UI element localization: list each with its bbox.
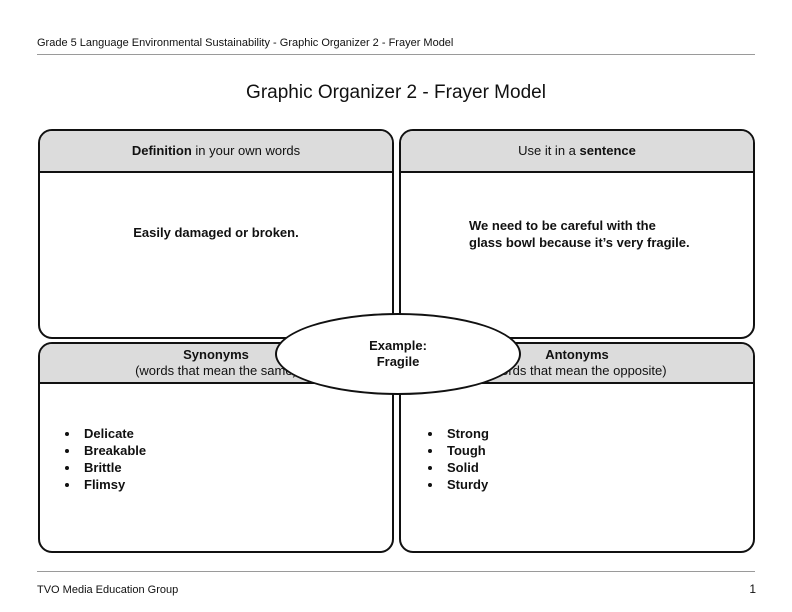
antonyms-label: Antonyms (545, 347, 609, 362)
list-item: Breakable (80, 442, 146, 459)
list-item: Brittle (80, 459, 146, 476)
definition-header: Definition in your own words (40, 131, 392, 173)
list-item: Solid (443, 459, 489, 476)
header-divider (37, 54, 755, 55)
sentence-line-2: glass bowl because it’s very fragile. (469, 235, 690, 250)
sentence-header: Use it in a sentence (401, 131, 753, 173)
definition-label-rest: in your own words (191, 143, 301, 158)
synonyms-list: Delicate Breakable Brittle Flimsy (62, 425, 146, 493)
footer-org: TVO Media Education Group (37, 584, 179, 596)
sentence-label-bold: sentence (579, 143, 636, 158)
page-title: Graphic Organizer 2 - Frayer Model (246, 82, 546, 103)
synonyms-label: Synonyms (183, 347, 249, 362)
antonyms-sublabel: (words that mean the opposite) (487, 363, 667, 378)
list-item: Tough (443, 442, 489, 459)
sentence-line-1: We need to be careful with the (469, 218, 656, 233)
antonyms-list: Strong Tough Solid Sturdy (425, 425, 489, 493)
list-item: Delicate (80, 425, 146, 442)
list-item: Flimsy (80, 476, 146, 493)
sentence-label-rest: Use it in a (518, 143, 580, 158)
list-item: Sturdy (443, 476, 489, 493)
document-header: Grade 5 Language Environmental Sustainab… (37, 37, 454, 49)
footer-divider (37, 571, 755, 572)
synonyms-sublabel: (words that mean the same) (135, 363, 297, 378)
sentence-quadrant: Use it in a sentence We need to be caref… (399, 129, 755, 339)
example-oval: Example: Fragile (275, 313, 521, 395)
example-word: Fragile (376, 354, 420, 369)
list-item: Strong (443, 425, 489, 442)
definition-quadrant: Definition in your own words Easily dama… (38, 129, 394, 339)
definition-text: Easily damaged or broken. (133, 225, 299, 240)
page-number: 1 (749, 582, 756, 596)
example-label: Example: (369, 338, 427, 353)
definition-label-bold: Definition (131, 143, 192, 158)
sentence-text: We need to be careful with the glass bow… (469, 217, 729, 251)
